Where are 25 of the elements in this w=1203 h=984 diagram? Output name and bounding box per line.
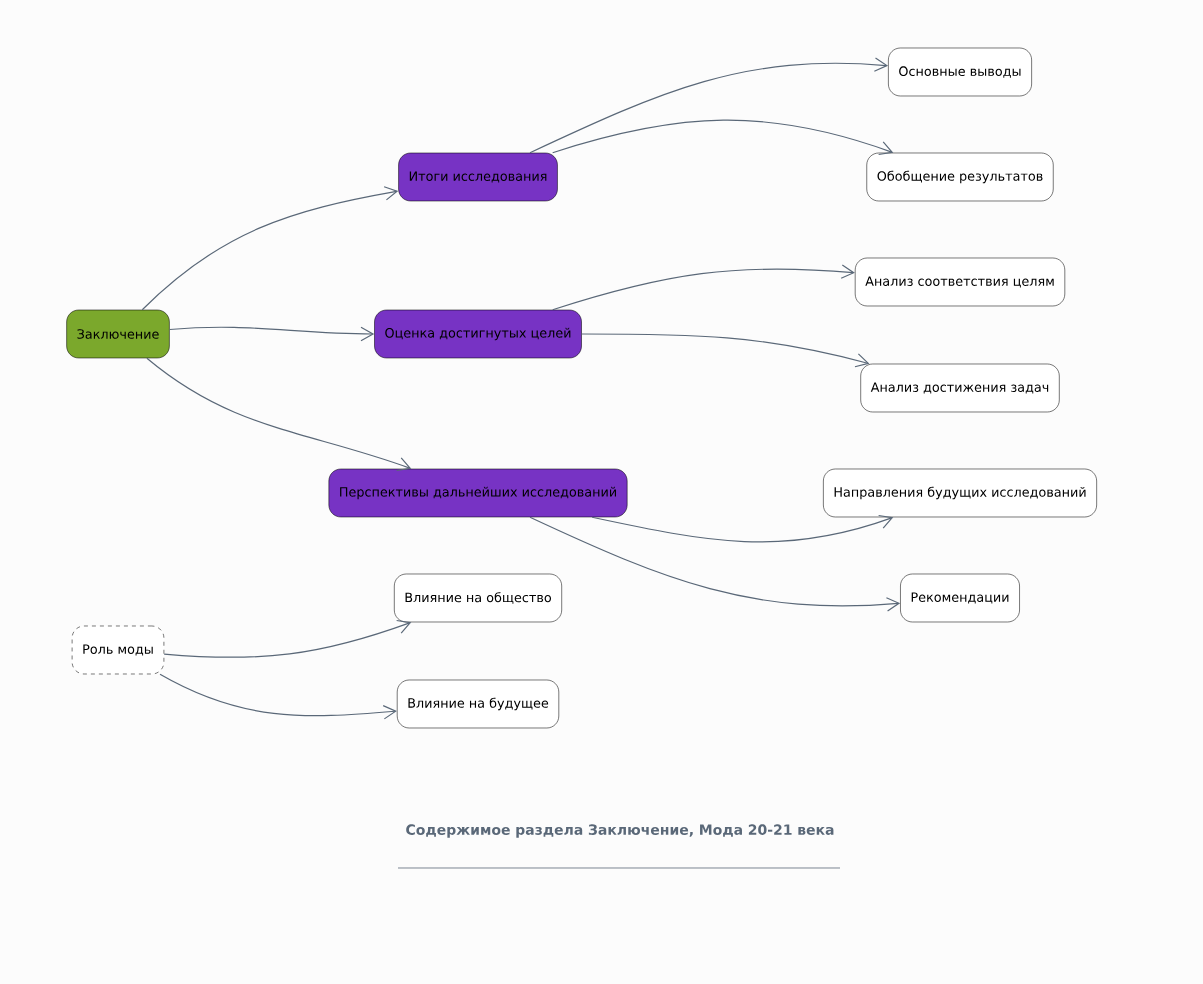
arrow	[591, 514, 894, 543]
subtopic-box: Рекомендации	[900, 573, 1020, 623]
arrow	[141, 186, 399, 311]
topic-box: Оценка достигнутых целей	[374, 309, 582, 359]
arrow	[581, 333, 870, 368]
arrow	[146, 357, 412, 472]
topic-box: Перспективы дальнейших исследований	[328, 468, 628, 518]
arrow	[529, 516, 901, 612]
arrow	[169, 326, 375, 342]
arrow	[552, 264, 855, 311]
topic-box: Итоги исследования	[398, 152, 558, 202]
subtopic-box: Основные выводы	[888, 47, 1032, 97]
subtopic-box: Роль моды	[71, 625, 165, 675]
subtopic-box: Направления будущих исследований	[823, 468, 1097, 518]
subtopic-box: Анализ достижения задач	[860, 363, 1060, 413]
subtopic-box: Влияние на общество	[394, 573, 562, 623]
subtopic-box: Влияние на будущее	[396, 679, 560, 729]
subtopic-box: Обобщение результатов	[866, 152, 1054, 202]
caption: Содержимое раздела Заключение, Мода 20-21 века	[406, 824, 834, 838]
subtopic-box: Анализ соответствия целям	[854, 257, 1066, 307]
root-box: Заключение	[66, 309, 170, 359]
arrow	[159, 673, 397, 720]
arrow	[552, 119, 894, 156]
arrow	[529, 57, 889, 154]
arrow	[163, 619, 412, 658]
